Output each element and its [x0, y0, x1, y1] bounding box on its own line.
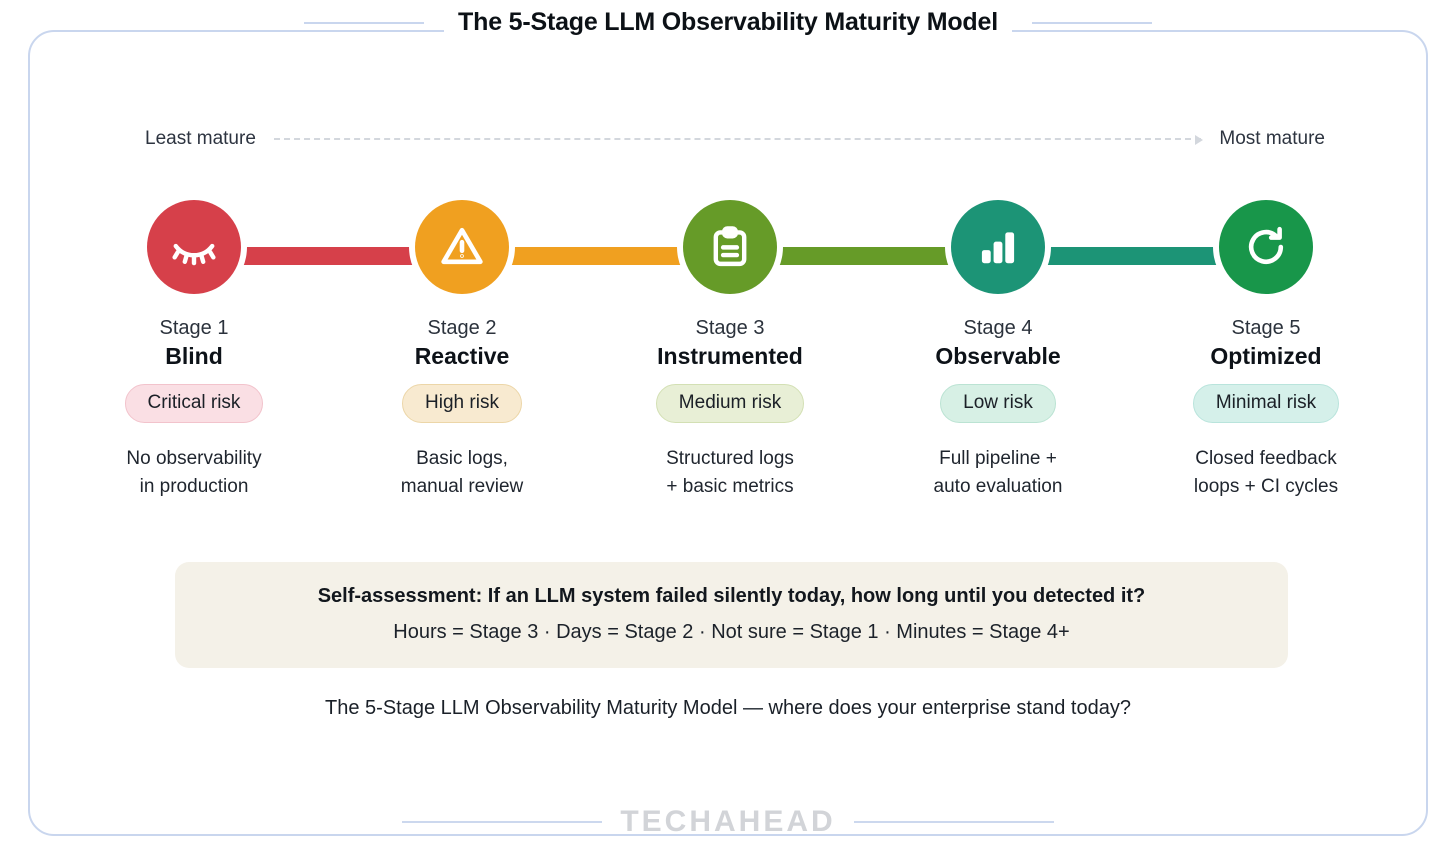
axis-label-most-mature: Most mature: [1219, 128, 1325, 149]
connector-3-to-4: [773, 247, 955, 265]
title-rule-left: [304, 21, 425, 24]
footer-watermark: TECHAHEAD: [0, 805, 1456, 839]
stage-4-risk-badge: Low risk: [940, 384, 1056, 424]
stage-5-name: Optimized: [1210, 343, 1322, 369]
stage-1-name: Blind: [165, 343, 223, 369]
connector-2-to-3: [505, 247, 687, 265]
stage-4-circle[interactable]: [951, 200, 1045, 294]
self-assessment-question: Self-assessment: If an LLM system failed…: [317, 585, 1146, 607]
stage-4-name: Observable: [935, 343, 1061, 369]
page-title: The 5-Stage LLM Observability Maturity M…: [444, 8, 1012, 37]
clipboard-icon: [707, 224, 753, 270]
infographic-card: [28, 30, 1428, 836]
eye-off-icon: [171, 224, 217, 270]
stage-1-circle[interactable]: [147, 200, 241, 294]
title-bar: The 5-Stage LLM Observability Maturity M…: [0, 8, 1456, 37]
stage-5-number: Stage 5: [1231, 317, 1301, 339]
stage-2-risk-badge: High risk: [402, 384, 522, 424]
stage-5-circle[interactable]: [1219, 200, 1313, 294]
footer-caption: The 5-Stage LLM Observability Maturity M…: [325, 697, 1131, 719]
title-rule-right: [1031, 21, 1152, 24]
brand-wordmark: TECHAHEAD: [620, 805, 836, 838]
stage-2-circle[interactable]: [415, 200, 509, 294]
stage-3-name: Instrumented: [657, 343, 803, 369]
stage-1-description: No observability in production: [126, 448, 262, 497]
footer-rule-left: [402, 821, 603, 823]
axis-arrow-line: [273, 135, 1203, 145]
self-assessment-callout: Self-assessment: If an LLM system failed…: [175, 562, 1288, 668]
stage-1-number: Stage 1: [159, 317, 229, 339]
stage-4-number: Stage 4: [963, 317, 1033, 339]
connector-4-to-5: [1041, 247, 1223, 265]
stage-3-number: Stage 3: [695, 317, 765, 339]
stage-2-number: Stage 2: [427, 317, 497, 339]
stage-connectors: [60, 247, 1400, 265]
stage-5-risk-badge: Minimal risk: [1192, 384, 1340, 424]
bar-chart-icon: [975, 224, 1021, 270]
self-assessment-key: Hours = Stage 3 · Days = Stage 2 · Not s…: [393, 621, 1070, 643]
stage-5-description: Closed feedback loops + CI cycles: [1193, 448, 1339, 497]
stage-4-description: Full pipeline + auto evaluation: [933, 448, 1063, 497]
maturity-axis: Least mature Most mature: [145, 128, 1325, 150]
connector-1-to-2: [237, 247, 419, 265]
stage-2-description: Basic logs, manual review: [400, 448, 524, 497]
warning-triangle-icon: [438, 223, 486, 271]
stage-3-description: Structured logs + basic metrics: [666, 448, 794, 497]
stage-3-circle[interactable]: [683, 200, 777, 294]
stage-2-name: Reactive: [414, 343, 510, 369]
stage-1-risk-badge: Critical risk: [124, 384, 264, 424]
refresh-icon: [1242, 223, 1290, 271]
footer-rule-right: [853, 821, 1054, 823]
axis-label-least-mature: Least mature: [145, 128, 256, 149]
stage-3-risk-badge: Medium risk: [655, 384, 805, 424]
